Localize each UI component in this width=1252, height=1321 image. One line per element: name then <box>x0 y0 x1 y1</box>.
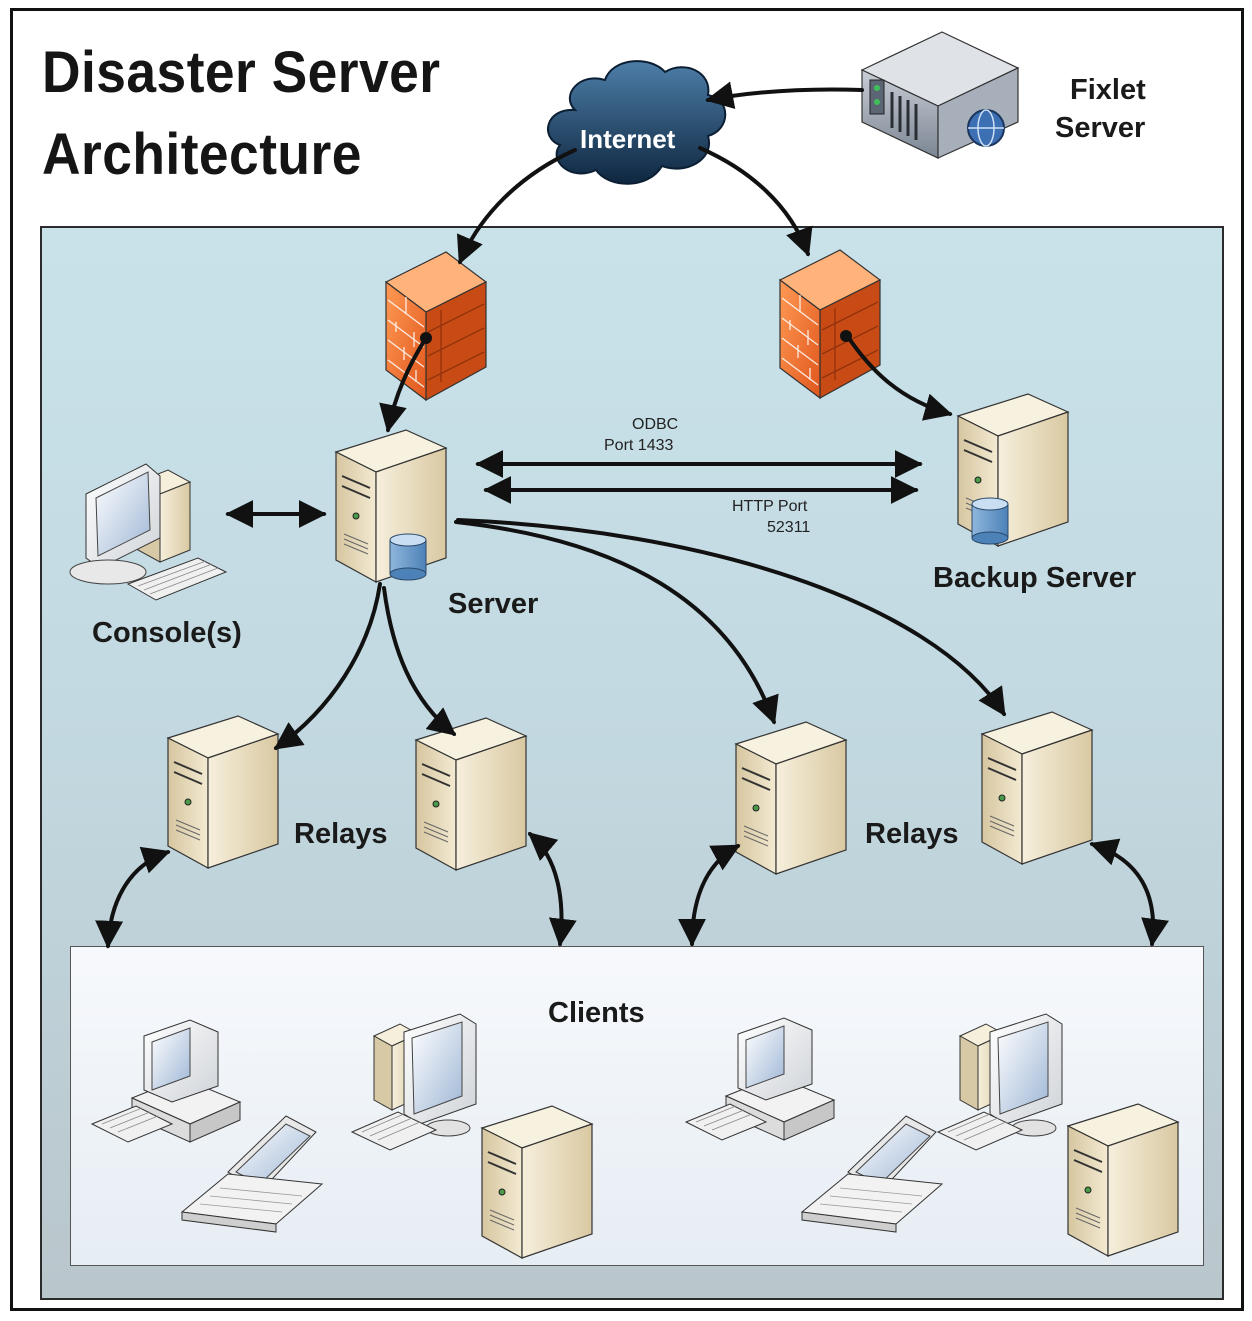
relay-server-icon <box>981 711 1093 865</box>
internet-label: Internet <box>580 124 676 154</box>
firewall-icon <box>385 251 487 401</box>
relay-server-icon <box>735 721 847 875</box>
database-icon <box>971 497 1009 545</box>
odbc-label-line1: ODBC <box>632 416 679 433</box>
odbc-label-line2: Port 1433 <box>604 437 674 454</box>
rack-server-icon <box>860 31 1020 159</box>
desktop-computer-icon <box>91 1019 241 1143</box>
laptop-icon <box>801 1111 943 1245</box>
backup-server-label: Backup Server <box>933 562 1137 594</box>
diagram-title-line1: Disaster Server <box>42 40 441 105</box>
relay-server-icon <box>167 715 279 869</box>
relay-server-icon <box>415 717 527 871</box>
connection-arrows <box>95 81 1169 949</box>
desktop-computer-icon <box>69 463 227 601</box>
desktop-computer-icon <box>351 1013 477 1151</box>
console-label: Console(s) <box>92 617 242 649</box>
server-icon <box>1067 1103 1179 1257</box>
fixlet-server-label-line2: Server <box>1055 112 1146 144</box>
diagram-title-line2: Architecture <box>42 122 362 187</box>
cloud-icon <box>547 60 727 185</box>
server-label: Server <box>448 588 539 620</box>
firewall-icon <box>779 249 881 399</box>
desktop-computer-icon <box>937 1013 1063 1151</box>
relays-right-label: Relays <box>865 818 959 850</box>
http-label-line2: 52311 <box>767 519 811 536</box>
desktop-computer-icon <box>685 1017 835 1141</box>
database-icon <box>389 533 427 581</box>
http-label-line1: HTTP Port <box>732 498 808 515</box>
server-icon <box>481 1105 593 1259</box>
relays-left-label: Relays <box>294 818 388 850</box>
fixlet-server-label-line1: Fixlet <box>1070 74 1146 106</box>
clients-label: Clients <box>548 997 645 1029</box>
